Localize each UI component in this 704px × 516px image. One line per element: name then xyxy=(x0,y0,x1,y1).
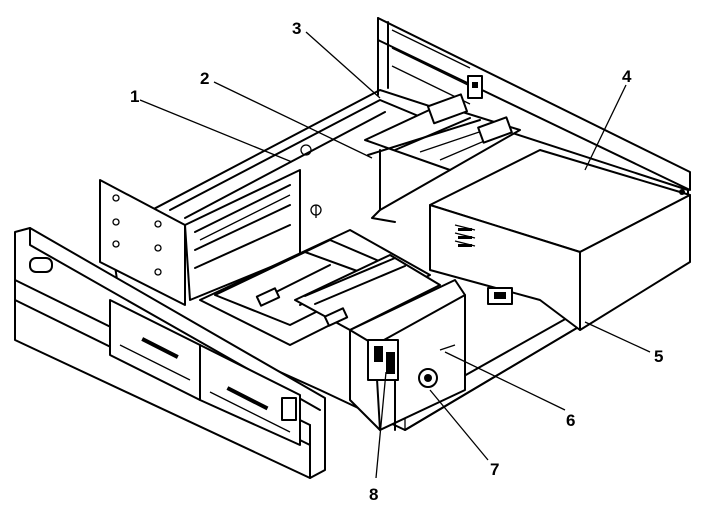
power-supply xyxy=(429,149,691,331)
callout-6: 6 xyxy=(566,411,575,430)
front-bezel xyxy=(14,227,326,479)
support-bracket xyxy=(364,93,521,223)
drive-bracket-left xyxy=(99,169,301,306)
callout-5: 5 xyxy=(654,347,663,366)
callout-7: 7 xyxy=(490,460,499,479)
callout-2: 2 xyxy=(200,69,209,88)
leader-lines xyxy=(139,31,651,479)
drive-bracket-right xyxy=(349,279,466,431)
callout-3: 3 xyxy=(292,19,301,38)
callout-4: 4 xyxy=(622,67,632,86)
drive-bay-trays xyxy=(199,229,441,346)
callout-labels: 1 2 3 4 5 6 7 8 xyxy=(130,19,663,504)
callout-8: 8 xyxy=(369,485,378,504)
callout-1: 1 xyxy=(130,87,139,106)
